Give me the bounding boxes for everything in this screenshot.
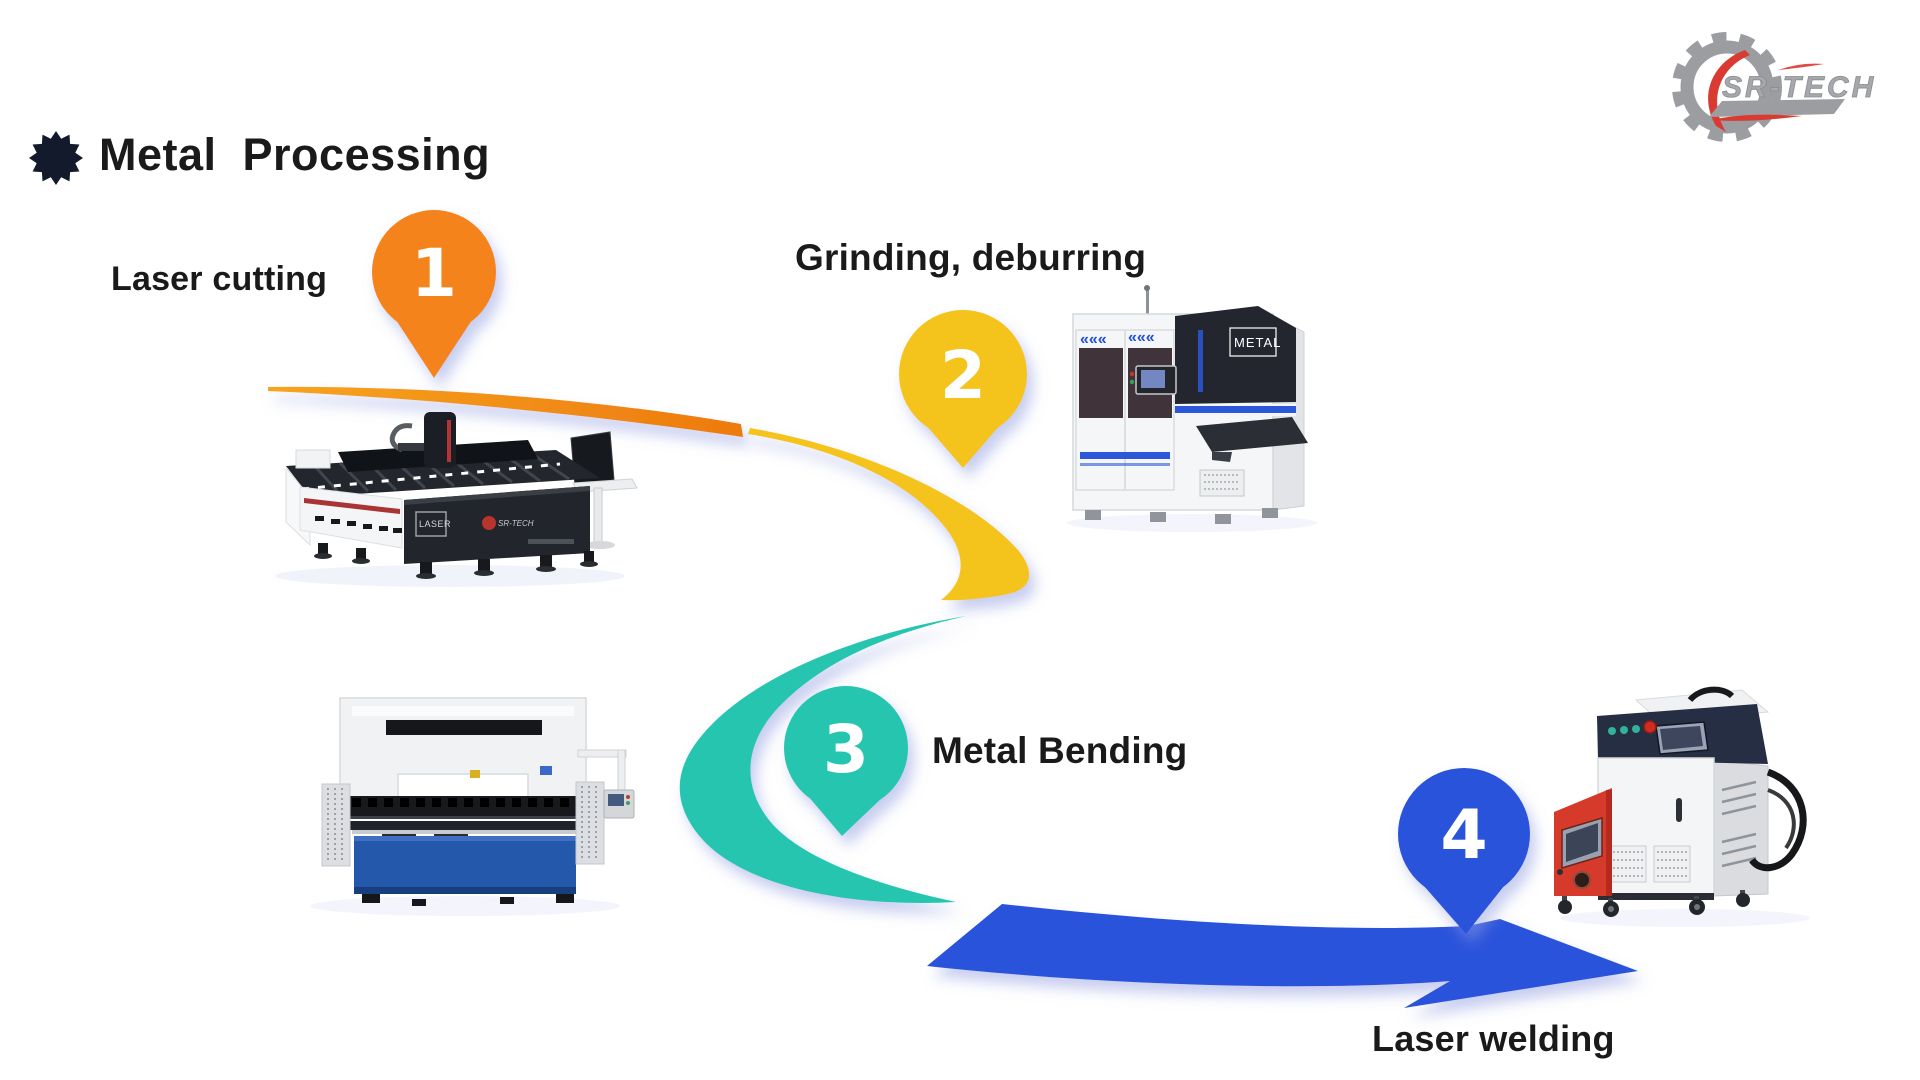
grinder-conveyor	[1196, 417, 1308, 452]
flow-connector-c-curve	[679, 616, 966, 903]
brake-top-slot	[386, 720, 542, 735]
grinder-metal-badge: METAL	[1234, 335, 1281, 350]
grinder-feet	[1085, 508, 1278, 524]
step-1-label: Laser cutting	[111, 260, 328, 298]
step-4-label: Laser welding	[1372, 1018, 1615, 1059]
logo-red-swoosh-icon	[1708, 50, 1750, 132]
brake-feet	[362, 894, 574, 906]
step-2-label: Grinding, deburring	[795, 237, 1147, 278]
grinder-head-panel	[1175, 306, 1296, 404]
logo-red-underline-icon	[1712, 114, 1802, 121]
step-pin-4: 4	[1398, 768, 1530, 934]
grinder-chevrons-icon: «««	[1128, 329, 1155, 346]
flow-connector-1-2	[268, 386, 743, 437]
welder-casters	[1558, 890, 1750, 917]
logo-underline-bar	[1709, 99, 1845, 117]
laser-welding-machine-image	[1554, 686, 1810, 927]
cutter-laser-badge: LASER	[419, 519, 451, 529]
step-3-label: Metal Bending	[932, 730, 1188, 771]
gear-icon	[1672, 32, 1782, 142]
laser-cutting-machine-image: LASER SR-TECH	[275, 412, 638, 587]
grinder-door-window	[1079, 348, 1123, 418]
flow-connector-2-3	[748, 428, 1030, 601]
starburst-icon	[29, 131, 83, 185]
welder-cables	[1749, 768, 1807, 872]
welder-estop-button	[1643, 720, 1657, 734]
cutter-feet	[318, 543, 594, 575]
grinder-chevrons-icon: «««	[1080, 331, 1107, 348]
step-4-number: 4	[1440, 796, 1487, 875]
step-3-number: 3	[823, 711, 869, 788]
step-1-number: 1	[411, 235, 457, 312]
cutter-brand-text: SR-TECH	[498, 519, 534, 528]
brake-lower-cabinet	[354, 836, 576, 894]
sr-tech-logo: SR-TECH	[1672, 32, 1876, 142]
step-pin-3: 3	[784, 686, 908, 836]
flow-connector-3-4	[927, 904, 1638, 1008]
step-pin-2: 2	[899, 310, 1027, 468]
step-2-number: 2	[940, 337, 986, 414]
cutter-front-panel	[404, 486, 590, 564]
bending-machine-image	[310, 697, 635, 916]
page-title: Metal Processing	[99, 129, 491, 180]
step-pin-1: 1	[372, 210, 496, 378]
logo-text: SR-TECH	[1722, 71, 1876, 104]
grinding-machine-image: ««« ««« METAL	[1067, 285, 1317, 532]
cutter-laser-head	[424, 412, 456, 468]
